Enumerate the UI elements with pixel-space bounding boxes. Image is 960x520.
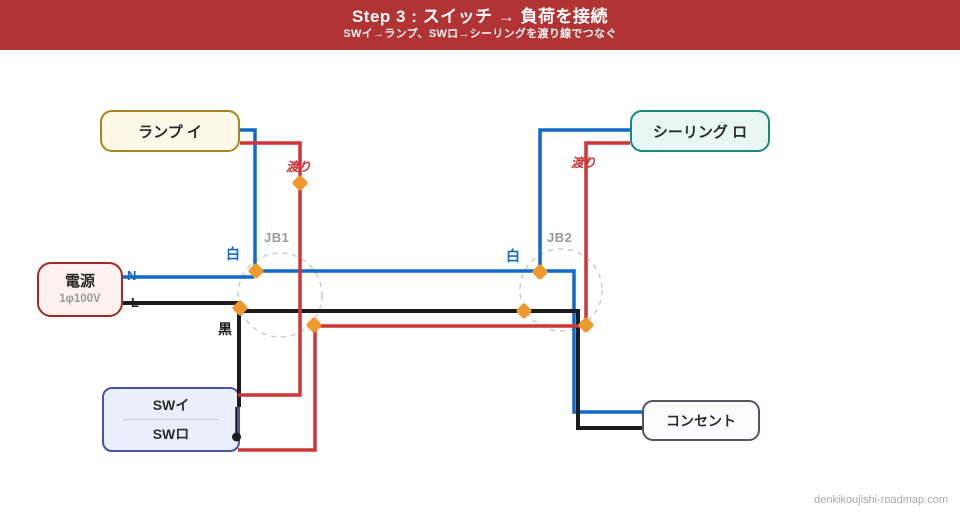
junction-jb1-black	[232, 300, 248, 316]
switch-i-label: SWイ	[152, 397, 190, 413]
power-source-spec: 1φ100V	[59, 292, 101, 305]
jb2-circle	[519, 248, 603, 332]
junction-jb2-white	[532, 264, 548, 280]
switch-box: SWイ SWロ	[102, 387, 240, 452]
junction-jb1-red	[306, 317, 322, 333]
wire-black-main	[238, 309, 642, 430]
black-wire-label: 黒	[218, 321, 232, 337]
site-watermark: denkikoujishi-roadmap.com	[814, 494, 948, 506]
junction-jb1-white	[248, 263, 264, 279]
jb1-circle	[237, 252, 323, 338]
switch-divider	[123, 419, 219, 420]
header-banner: Step 3 : スイッチ → 負荷を接続 SWイ→ランプ、SWロ→シーリングを…	[0, 0, 960, 50]
page-subtitle: SWイ→ランプ、SWロ→シーリングを渡り線でつなぐ	[343, 28, 617, 40]
white-wire-label-jb2: 白	[506, 248, 520, 264]
wire-red-sw2-to-ceiling	[238, 141, 630, 452]
ceiling-light-label: シーリング ロ	[652, 123, 748, 141]
wire-white-lamp	[240, 128, 257, 271]
crossover-label-lamp: 渡り	[286, 160, 312, 174]
wire-red-sw1-to-lamp	[238, 141, 302, 397]
ceiling-light-box: シーリング ロ	[630, 110, 770, 152]
power-source-label: 電源	[64, 272, 95, 290]
junction-jb2-black	[516, 303, 532, 319]
n-terminal-label: N	[127, 268, 137, 283]
jb2-label: JB2	[547, 230, 573, 245]
page-title: Step 3 : スイッチ → 負荷を接続	[351, 7, 609, 26]
power-source-box: 電源 1φ100V	[37, 262, 123, 317]
junction-jb2-red	[578, 317, 594, 333]
crossover-label-ceiling: 渡り	[571, 156, 597, 170]
jb1-label: JB1	[264, 230, 290, 245]
wire-white-main	[253, 269, 642, 414]
outlet-label: コンセント	[666, 412, 736, 429]
white-wire-label-jb1: 白	[226, 246, 240, 262]
wire-white-ceiling	[538, 128, 630, 271]
junction-crossover-lamp	[292, 175, 308, 191]
lamp-box: ランプ イ	[100, 110, 240, 152]
outlet-box: コンセント	[642, 400, 760, 441]
switch-ro-label: SWロ	[152, 426, 190, 442]
lamp-label: ランプ イ	[138, 123, 202, 141]
l-terminal-label: L	[131, 295, 139, 310]
